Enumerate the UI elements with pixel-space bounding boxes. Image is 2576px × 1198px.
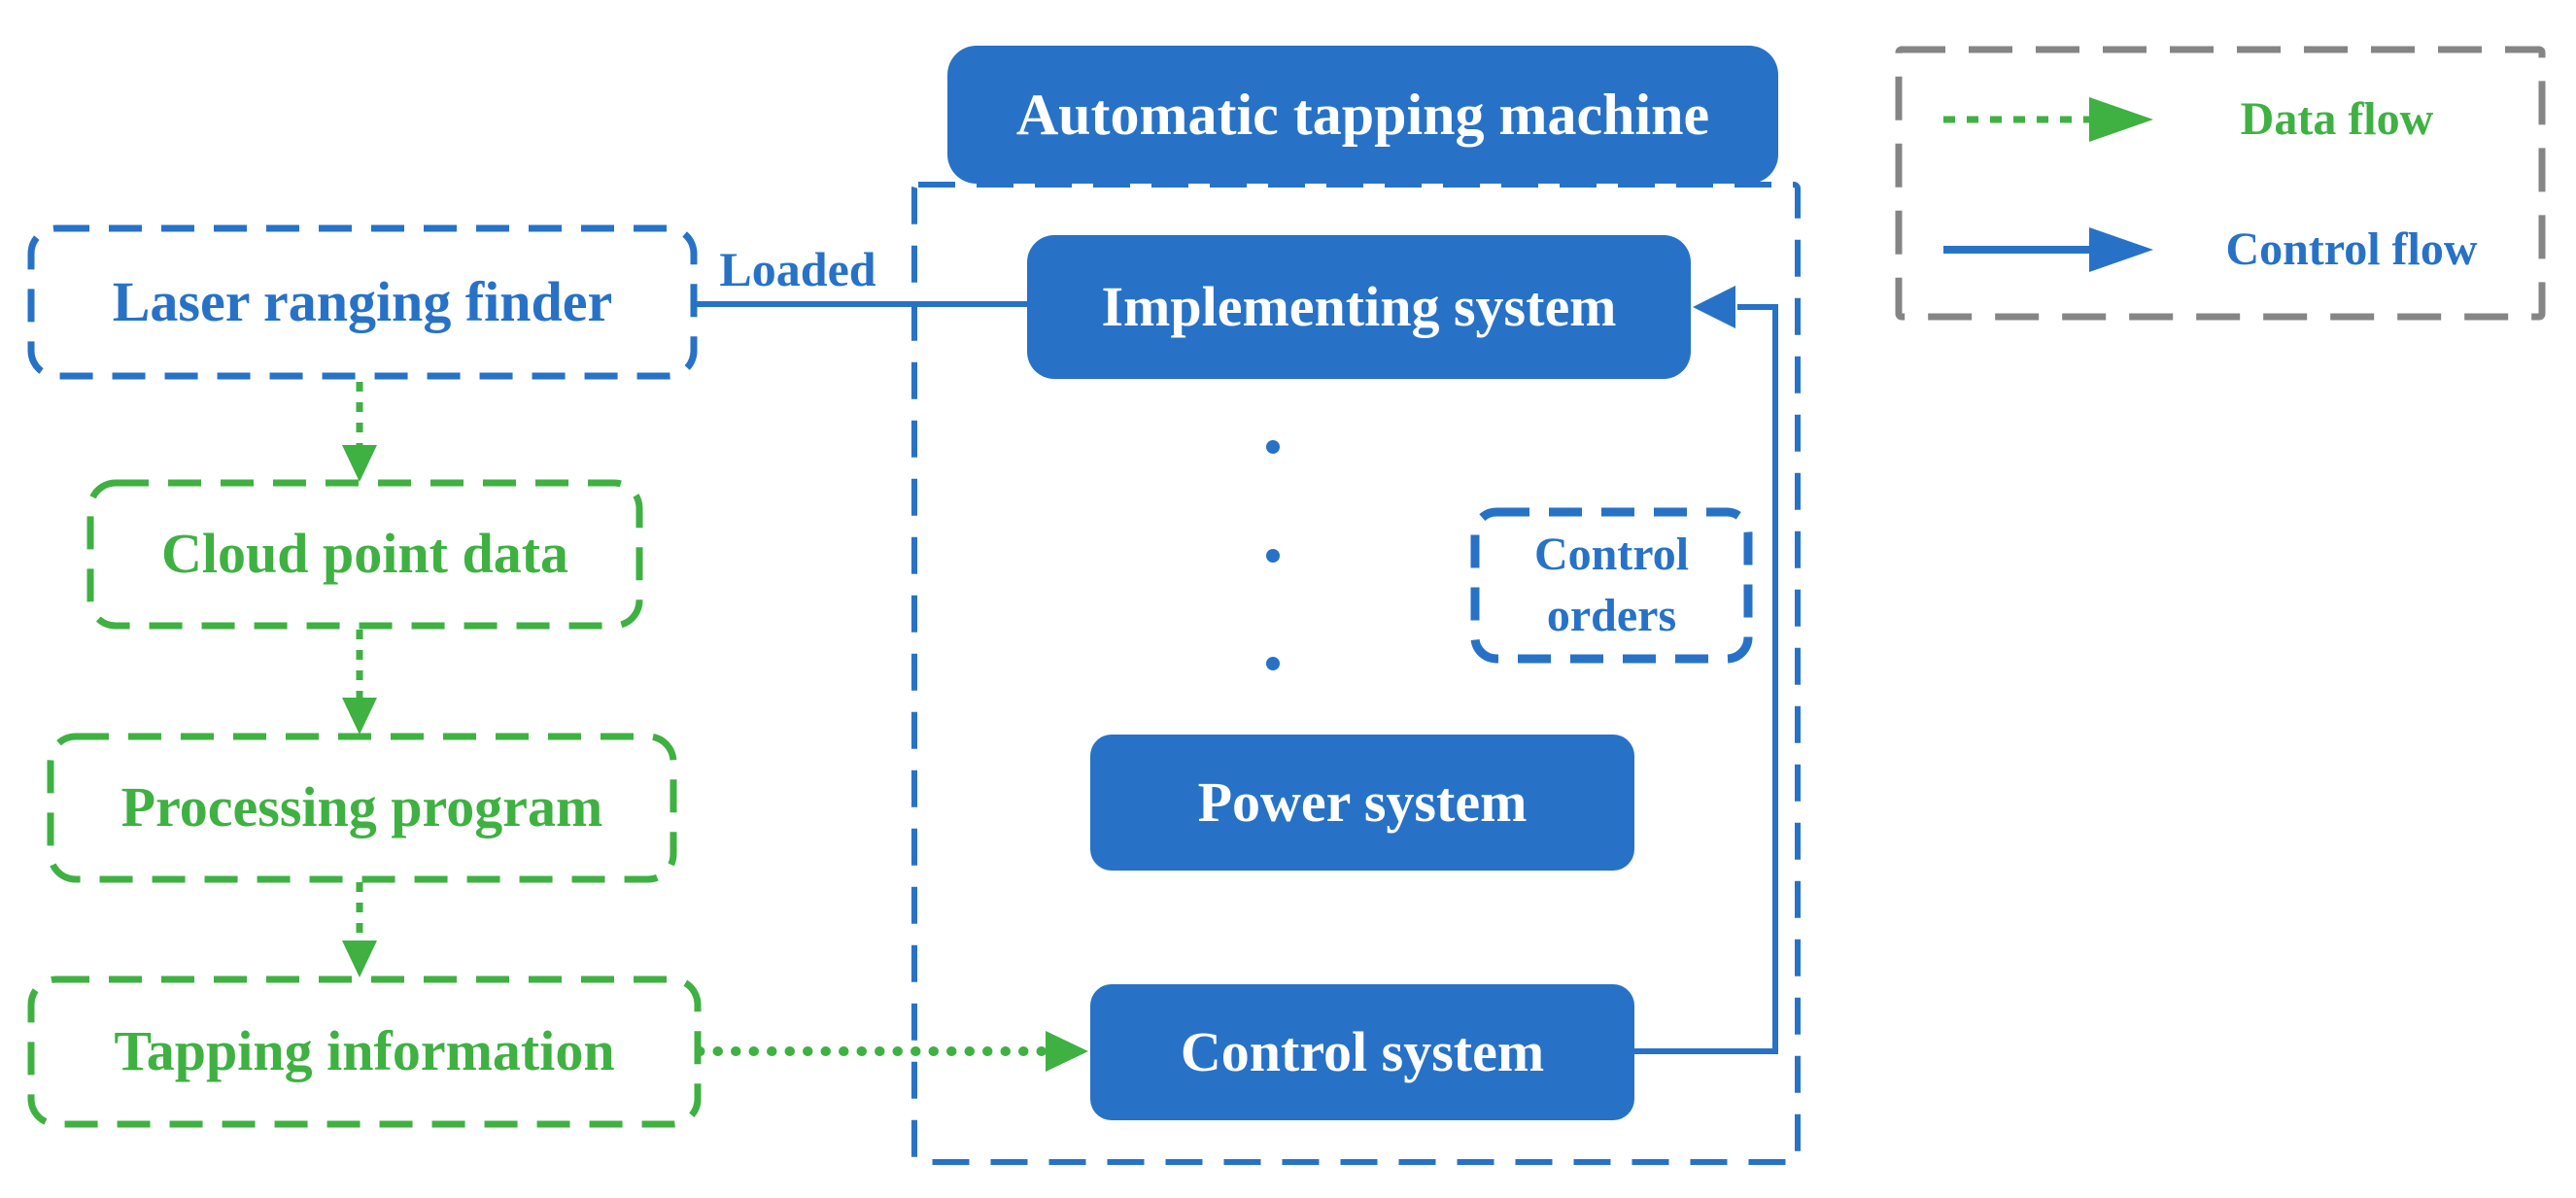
node-control-orders: Control orders — [1479, 516, 1744, 655]
node-laser-ranging-finder: Laser ranging finder — [31, 228, 694, 376]
cloud-box-border — [86, 479, 643, 630]
node-power-system: Power system — [1090, 735, 1634, 871]
processing-box-border — [47, 733, 677, 883]
arrow-tapping-to-control-head — [1046, 1031, 1088, 1072]
legend-border — [1895, 46, 2546, 321]
ellipsis-dot-2 — [1266, 549, 1280, 563]
ellipsis-dot-3 — [1266, 657, 1280, 670]
implementing-label: Implementing system — [1101, 274, 1617, 338]
control-label: Control system — [1180, 1019, 1545, 1083]
node-tapping-information: Tapping information — [31, 979, 698, 1124]
control-flow-arrowhead — [1693, 286, 1735, 328]
arrow-laser-to-cloud-head — [342, 445, 377, 482]
node-automatic-tapping-machine-title: Automatic tapping machine — [947, 46, 1778, 184]
processing-label: Processing program — [120, 775, 603, 839]
arrow-cloud-to-processing-head — [342, 698, 377, 735]
control-orders-border — [1470, 507, 1753, 664]
legend-data-flow-label: Data flow — [2240, 93, 2434, 146]
power-label: Power system — [1197, 770, 1528, 834]
control-orders-label: Control orders — [1533, 529, 1690, 641]
cloud-label: Cloud point data — [160, 522, 569, 586]
ellipsis-dot-1 — [1266, 440, 1280, 454]
machine-title-label: Automatic tapping machine — [1015, 82, 1710, 147]
legend-item-control-flow: Control flow — [2186, 220, 2517, 280]
legend-control-flow-label: Control flow — [2225, 223, 2478, 276]
legend-data-flow-arrow-head — [2089, 97, 2153, 142]
node-cloud-point-data: Cloud point data — [90, 483, 639, 626]
node-implementing-system: Implementing system — [1027, 235, 1691, 379]
node-control-system: Control system — [1090, 984, 1634, 1120]
legend-control-flow-arrow-head — [2089, 227, 2153, 272]
machine-container-border — [911, 182, 1801, 1165]
arrow-processing-to-tapping-head — [342, 941, 377, 977]
laser-label: Laser ranging finder — [112, 269, 613, 333]
loaded-edge-label: Loaded — [686, 241, 910, 299]
tapping-label: Tapping information — [114, 1019, 615, 1083]
control-flow-path — [1634, 304, 1778, 1054]
node-processing-program: Processing program — [51, 736, 673, 879]
loaded-text: Loaded — [719, 242, 876, 297]
legend-item-data-flow: Data flow — [2186, 89, 2488, 150]
